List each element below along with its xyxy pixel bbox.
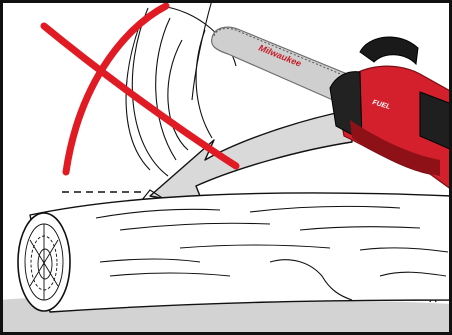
log-icon	[18, 193, 452, 312]
growth-rings	[25, 224, 63, 300]
log-body	[30, 193, 452, 312]
swing-sketch-lines	[126, 0, 236, 176]
direction-arrow-icon	[150, 110, 352, 206]
rear-handle	[360, 37, 418, 64]
